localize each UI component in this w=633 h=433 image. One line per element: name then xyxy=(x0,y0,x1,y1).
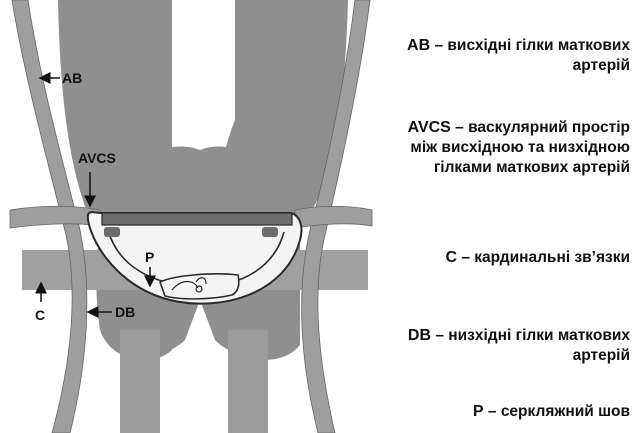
label-db: DB xyxy=(115,304,135,320)
label-ab: AB xyxy=(62,70,82,86)
right-uterine-branch xyxy=(295,206,372,228)
legend-text: кардинальні зв’язки xyxy=(474,249,630,266)
legend-dash: – xyxy=(461,249,470,266)
legend-dash: – xyxy=(434,37,443,54)
legend-entry-ab: AB – висхідні гілки маткових артерій xyxy=(386,36,630,76)
legend-dash: – xyxy=(488,403,497,420)
legend-entry-db: DB – низхідні гілки маткових артерій xyxy=(386,326,630,366)
legend-abbr: P xyxy=(473,403,484,420)
label-avcs: AVCS xyxy=(78,150,116,166)
legend-text: серкляжний шов xyxy=(501,403,630,420)
legend: AB – висхідні гілки маткових артерій AVC… xyxy=(386,0,630,433)
right-suture-clip xyxy=(262,227,278,237)
legend-abbr: AVCS xyxy=(408,119,451,136)
right-lower-canal xyxy=(228,330,268,433)
legend-text: низхідні гілки маткових артерій xyxy=(448,327,630,364)
legend-abbr: AB xyxy=(407,37,430,54)
legend-dash: – xyxy=(435,327,444,344)
cerclage-upper-band xyxy=(102,213,292,225)
label-c: C xyxy=(35,307,45,323)
legend-dash: – xyxy=(455,119,464,136)
legend-text: висхідні гілки маткових артерій xyxy=(447,37,630,74)
legend-entry-p: P – серкляжний шов xyxy=(386,402,630,422)
legend-entry-avcs: AVCS – васкулярний простір між висхідною… xyxy=(386,118,630,178)
legend-abbr: C xyxy=(445,249,457,266)
left-suture-clip xyxy=(104,227,120,237)
legend-entry-c: C – кардинальні зв’язки xyxy=(386,248,630,268)
legend-abbr: DB xyxy=(408,327,431,344)
label-p: P xyxy=(145,249,154,265)
cervical-cerclage-diagram: AB AVCS P C DB xyxy=(0,0,385,433)
left-lower-canal xyxy=(120,330,160,433)
left-uterine-branch xyxy=(10,206,100,228)
